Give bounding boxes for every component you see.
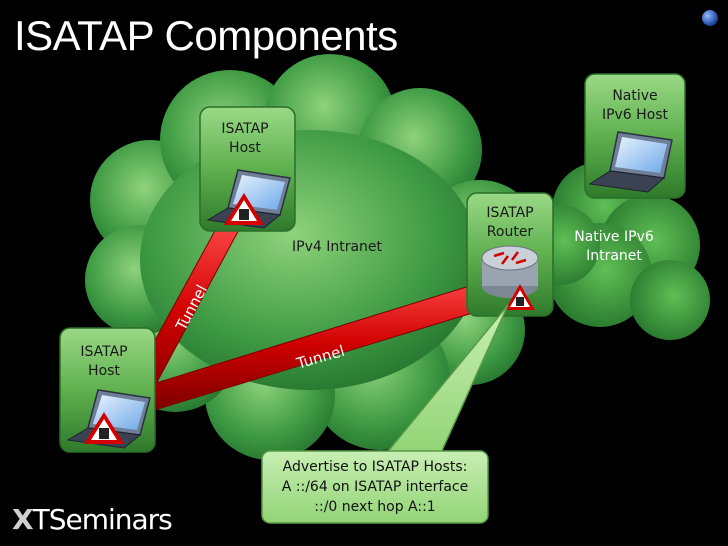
native-ipv6-intranet-line1: Native IPv6 bbox=[574, 229, 654, 245]
warning-tunnel-icon bbox=[505, 284, 535, 310]
isatap-host-left-label: ISATAP Host bbox=[74, 343, 134, 381]
laptop-icon bbox=[588, 131, 673, 193]
native-ipv6-intranet-line2: Intranet bbox=[586, 248, 642, 264]
isatap-host-top-label: ISATAP Host bbox=[215, 120, 275, 158]
isatap-router-line2: Router bbox=[486, 224, 534, 240]
logo-mark: X bbox=[12, 503, 34, 536]
native-ipv6-host-line2: IPv6 Host bbox=[601, 107, 669, 123]
logo-text: TSeminars bbox=[32, 503, 173, 536]
native-ipv6-host-label: Native IPv6 Host bbox=[593, 87, 677, 125]
corner-logo-icon bbox=[702, 10, 718, 26]
native-ipv6-host-line1: Native bbox=[612, 88, 658, 104]
isatap-router-label: ISATAP Router bbox=[480, 204, 540, 242]
callout-line2: A ::/64 on ISATAP interface bbox=[281, 479, 469, 495]
isatap-host-left-line1: ISATAP bbox=[80, 344, 128, 360]
warning-tunnel-icon bbox=[84, 412, 124, 444]
isatap-host-left-line2: Host bbox=[88, 363, 120, 379]
callout-bubble bbox=[261, 304, 509, 524]
isatap-router-line1: ISATAP bbox=[486, 205, 534, 221]
callout-line3: ::/0 next hop A::1 bbox=[314, 499, 436, 515]
warning-tunnel-icon bbox=[224, 193, 264, 225]
callout-text: Advertise to ISATAP Hosts: A ::/64 on IS… bbox=[262, 451, 488, 523]
callout-line1: Advertise to ISATAP Hosts: bbox=[282, 459, 468, 475]
xtseminars-logo: XTSeminars bbox=[12, 503, 173, 536]
slide-title: ISATAP Components bbox=[14, 12, 398, 59]
native-ipv6-cloud bbox=[520, 162, 710, 340]
native-ipv6-intranet-label: Native IPv6 Intranet bbox=[568, 228, 660, 266]
ipv4-intranet-label: IPv4 Intranet bbox=[292, 239, 383, 255]
isatap-host-top-line1: ISATAP bbox=[221, 121, 269, 137]
isatap-host-top-line2: Host bbox=[229, 140, 261, 156]
router-icon bbox=[481, 245, 539, 298]
